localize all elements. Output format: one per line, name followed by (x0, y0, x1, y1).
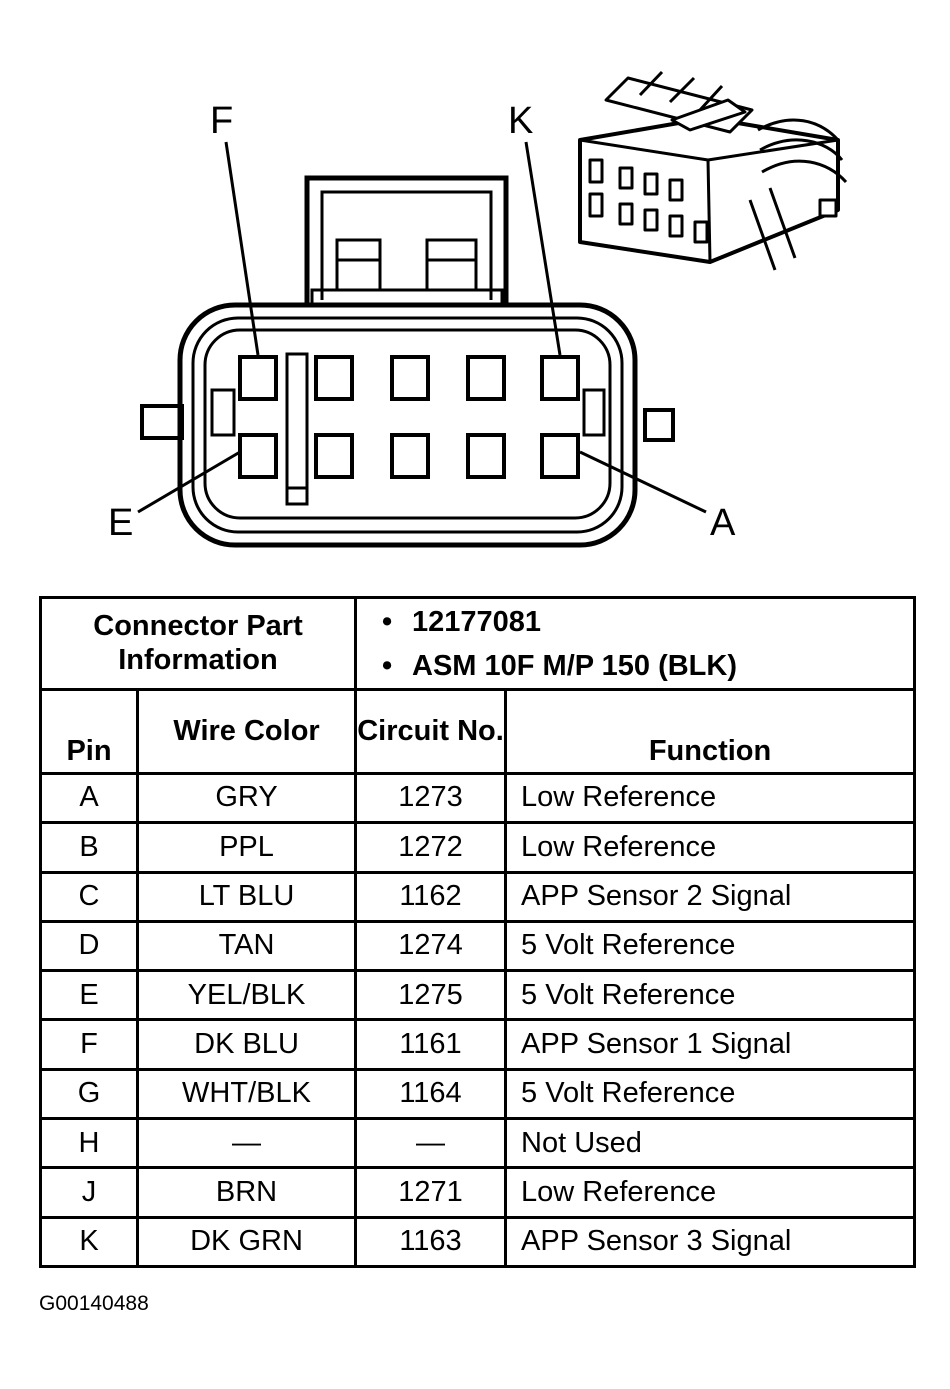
pin-cell: C (39, 870, 139, 923)
function-cell: Not Used (504, 1117, 917, 1170)
header-circuit-no: Circuit No. (354, 688, 508, 775)
wire-color-cell: TAN (135, 919, 358, 973)
circuit-cell: 1162 (354, 870, 508, 923)
pin-cell: A (39, 771, 139, 825)
leader-lines (137, 141, 707, 514)
function-cell: Low Reference (504, 771, 917, 825)
pin-cavities (238, 355, 580, 479)
wire-color-cell: GRY (135, 771, 358, 825)
table-row: H——Not Used (39, 1117, 917, 1170)
circuit-cell: 1164 (354, 1067, 508, 1121)
connector-3d-view (578, 70, 848, 271)
pin-cell: D (39, 919, 139, 973)
header-function: Function (504, 688, 917, 775)
pin-cavity-a (540, 433, 580, 479)
header-pin: Pin (39, 688, 139, 775)
circuit-cell: 1273 (354, 771, 508, 825)
pin-label-k: K (508, 100, 533, 142)
header-wire-color: Wire Color (135, 688, 358, 775)
circuit-cell: 1163 (354, 1215, 508, 1269)
circuit-cell: 1272 (354, 821, 508, 874)
wire-color-cell: LT BLU (135, 870, 358, 923)
function-cell: APP Sensor 3 Signal (504, 1215, 917, 1269)
part-info-label: Connector Part Information (38, 596, 358, 691)
part-numbers-cell: 12177081 ASM 10F M/P 150 (BLK) (354, 596, 917, 691)
wire-color-cell: BRN (135, 1166, 358, 1219)
pin-label-e: E (108, 502, 133, 544)
pin-cell: G (39, 1067, 139, 1121)
pin-cavity-k (540, 355, 580, 401)
connector-face (140, 175, 675, 548)
circuit-cell: 1275 (354, 969, 508, 1022)
pin-cell: H (39, 1117, 139, 1170)
pin-cell: J (39, 1166, 139, 1219)
part-number-2: ASM 10F M/P 150 (BLK) (382, 644, 913, 688)
pin-cell: F (39, 1018, 139, 1071)
circuit-cell: 1161 (354, 1018, 508, 1071)
function-cell: APP Sensor 2 Signal (504, 870, 917, 923)
wire-color-cell: DK BLU (135, 1018, 358, 1071)
function-cell: Low Reference (504, 821, 917, 874)
function-cell: 5 Volt Reference (504, 1067, 917, 1121)
wire-color-cell: PPL (135, 821, 358, 874)
circuit-cell: 1271 (354, 1166, 508, 1219)
wire-color-cell: DK GRN (135, 1215, 358, 1269)
circuit-cell: — (354, 1117, 508, 1170)
figure-id: G00140488 (39, 1292, 149, 1315)
function-cell: Low Reference (504, 1166, 917, 1219)
circuit-cell: 1274 (354, 919, 508, 973)
wire-color-cell: YEL/BLK (135, 969, 358, 1022)
pin-label-a: A (710, 502, 736, 544)
wire-color-cell: WHT/BLK (135, 1067, 358, 1121)
wire-color-cell: — (135, 1117, 358, 1170)
function-cell: 5 Volt Reference (504, 919, 917, 973)
pin-cell: E (39, 969, 139, 1022)
connector-diagram: F K E A (108, 70, 848, 548)
pin-cell: B (39, 821, 139, 874)
pin-label-f: F (210, 100, 233, 142)
function-cell: APP Sensor 1 Signal (504, 1018, 917, 1071)
pin-cell: K (39, 1215, 139, 1269)
pin-cavity-f (238, 355, 278, 401)
function-cell: 5 Volt Reference (504, 969, 917, 1022)
part-number-1: 12177081 (382, 600, 913, 644)
pin-cavity-e (238, 433, 278, 479)
connector-pinout-table: Connector Part Information 12177081 ASM … (38, 596, 917, 1269)
